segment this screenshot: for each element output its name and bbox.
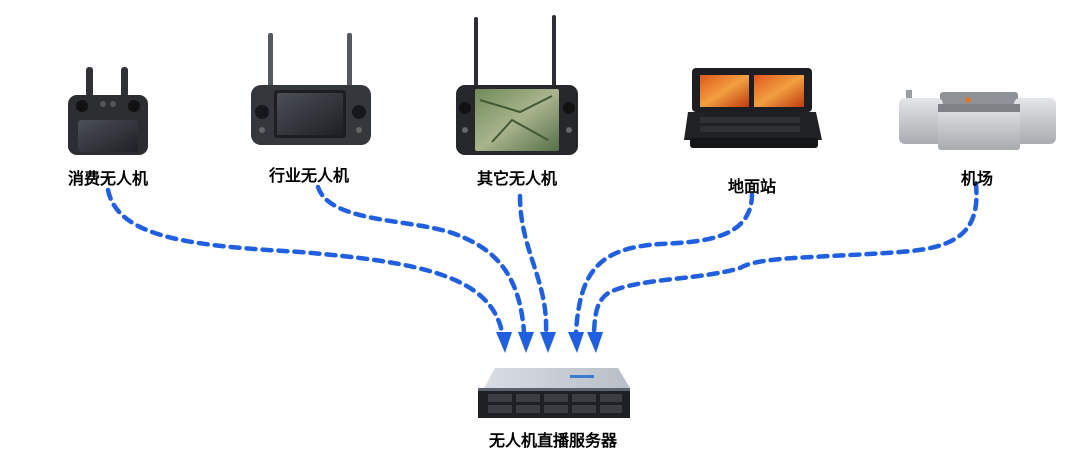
- device-label-dock: 机场: [960, 169, 994, 188]
- arrowhead-dock: [587, 332, 603, 353]
- rack-server-icon: [478, 368, 630, 418]
- connector-ground: [573, 191, 755, 335]
- device-label-industry: 行业无人机: [268, 166, 350, 185]
- arrowheads: [496, 332, 603, 353]
- tablet-controller-icon: [456, 15, 578, 155]
- connector-other: [517, 193, 549, 335]
- industrial-controller-icon: [251, 33, 371, 145]
- arrowhead-consumer: [496, 332, 512, 353]
- device-label-other: 其它无人机: [476, 169, 558, 188]
- device-label-ground-station: 地面站: [727, 177, 777, 196]
- arrowhead-ground: [568, 332, 584, 353]
- device-label-consumer: 消费无人机: [67, 169, 149, 188]
- arrowhead-other: [540, 332, 556, 353]
- drone-dock-icon: [899, 90, 1056, 150]
- server-label: 无人机直播服务器: [488, 431, 618, 450]
- connector-consumer: [105, 187, 505, 335]
- ground-station-case-icon: [684, 68, 822, 148]
- connection-lines: [105, 181, 979, 335]
- connector-dock: [591, 181, 979, 335]
- drone-remote-controller-icon: [68, 67, 148, 155]
- arrowhead-industry: [518, 332, 534, 353]
- connector-industry: [315, 184, 527, 335]
